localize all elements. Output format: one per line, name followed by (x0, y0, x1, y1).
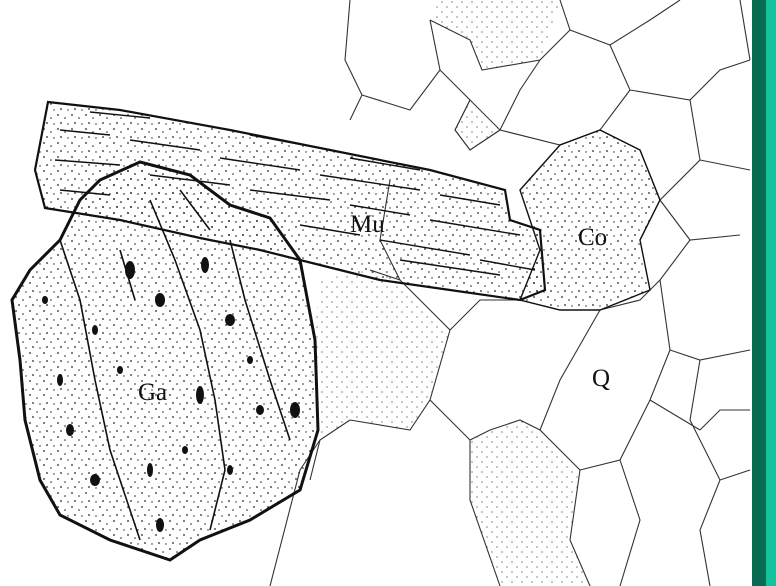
label-muscovite: Mu (350, 211, 385, 238)
label-garnet: Ga (138, 379, 167, 406)
right-edge-band (752, 0, 776, 586)
label-quartz: Q (592, 365, 610, 392)
label-cordierite: Co (578, 224, 607, 251)
